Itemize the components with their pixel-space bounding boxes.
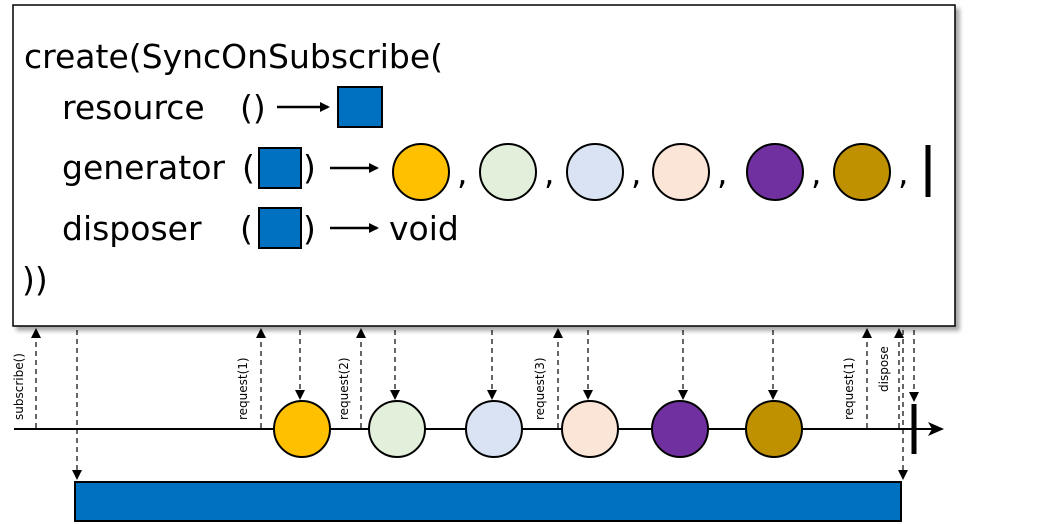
- create-line: create(SyncOnSubscribe(: [24, 37, 443, 76]
- generator-comma-6: ,: [898, 153, 909, 192]
- timeline-item-6: [745, 400, 803, 458]
- resource-args: (): [240, 88, 266, 127]
- generator-open-paren: (: [242, 148, 255, 187]
- timeline-item-3: [465, 400, 523, 458]
- timeline-item-5: [651, 400, 709, 458]
- disposer-label: disposer: [62, 209, 202, 248]
- generator-item-2: [479, 143, 537, 201]
- generator-comma-4: ,: [717, 153, 728, 192]
- generator-state-square: [258, 147, 302, 189]
- timeline: subscribe() request(1) request(2) reques…: [12, 328, 944, 522]
- generator-item-6: [833, 143, 891, 201]
- request-label-2: request(2): [337, 357, 351, 420]
- disposer-result: void: [389, 209, 459, 248]
- disposer-close-paren: ): [303, 209, 316, 248]
- resource-lifetime-bar: [74, 481, 902, 522]
- generator-label: generator: [62, 148, 225, 187]
- resource-label: resource: [62, 88, 205, 127]
- timeline-item-1: [273, 400, 331, 458]
- request-label-4: request(1): [842, 357, 856, 420]
- request-label-1: request(1): [236, 357, 250, 420]
- timeline-item-2: [368, 400, 426, 458]
- generator-comma-2: ,: [544, 153, 555, 192]
- resource-square: [337, 86, 383, 128]
- timeline-emissions: [273, 400, 803, 458]
- generator-item-5: [746, 143, 804, 201]
- generator-item-3: [566, 143, 624, 201]
- code-panel: create(SyncOnSubscribe( resource () gene…: [12, 4, 956, 327]
- disposer-open-paren: (: [240, 209, 253, 248]
- generator-emissions: ,,,,,,: [392, 143, 909, 201]
- generator-comma-5: ,: [811, 153, 822, 192]
- generator-comma-3: ,: [631, 153, 642, 192]
- request-label-3: request(3): [533, 357, 547, 420]
- generator-item-1: [392, 143, 450, 201]
- generator-comma-1: ,: [457, 153, 468, 192]
- closing-parens: )): [22, 260, 48, 299]
- timeline-item-4: [561, 400, 619, 458]
- subscribe-label: subscribe(): [12, 353, 26, 420]
- disposer-state-square: [258, 207, 302, 249]
- generator-item-4: [652, 143, 710, 201]
- generator-close-paren: ): [303, 148, 316, 187]
- dispose-label: dispose: [877, 346, 891, 392]
